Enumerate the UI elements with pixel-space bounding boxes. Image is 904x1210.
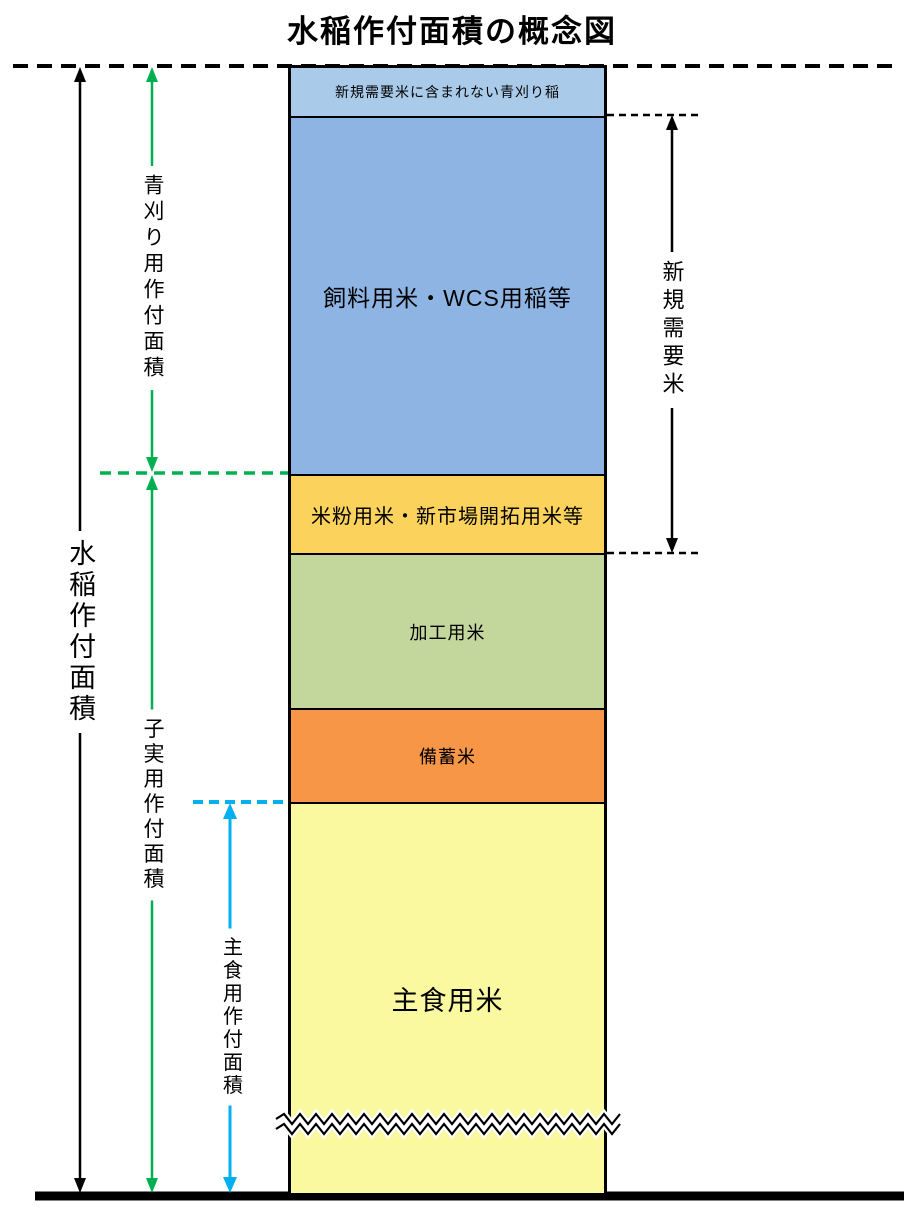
- segment-processing-rice: 加工用米: [291, 553, 604, 708]
- label-staple-food-area: 主食用作付面積: [218, 928, 242, 1106]
- label-total-planted-area: 水稲作付面積: [64, 531, 96, 733]
- segment-aokari-excluded: 新規需要米に含まれない青刈り稲: [291, 68, 604, 116]
- segment-feed-rice-wcs: 飼料用米・WCS用稲等: [291, 116, 604, 474]
- segment-reserve-rice: 備蓄米: [291, 708, 604, 802]
- segment-label: 飼料用米・WCS用稲等: [323, 285, 572, 311]
- segment-label: 加工用米: [409, 622, 486, 643]
- segment-label: 米粉用米・新市場開拓用米等: [311, 506, 584, 528]
- stacked-bar: 新規需要米に含まれない青刈り稲 飼料用米・WCS用稲等 米粉用米・新市場開拓用米…: [288, 65, 607, 1196]
- segment-label: 新規需要米に含まれない青刈り稲: [335, 84, 560, 100]
- break-wave-top-line: [275, 1112, 621, 1126]
- break-wave-bottom-line: [275, 1122, 621, 1136]
- label-grain-use-area: 子実用作付面積: [139, 709, 165, 901]
- segment-label: 主食用米: [391, 986, 504, 1016]
- segment-rice-flour-new-market: 米粉用米・新市場開拓用米等: [291, 474, 604, 553]
- label-new-demand-rice: 新規需要米: [659, 252, 685, 408]
- break-wave-band: [272, 1108, 626, 1140]
- label-green-cut-area: 青刈り用作付面積: [139, 166, 165, 390]
- segment-label: 備蓄米: [419, 747, 476, 767]
- diagram-title: 水稲作付面積の概念図: [287, 14, 617, 49]
